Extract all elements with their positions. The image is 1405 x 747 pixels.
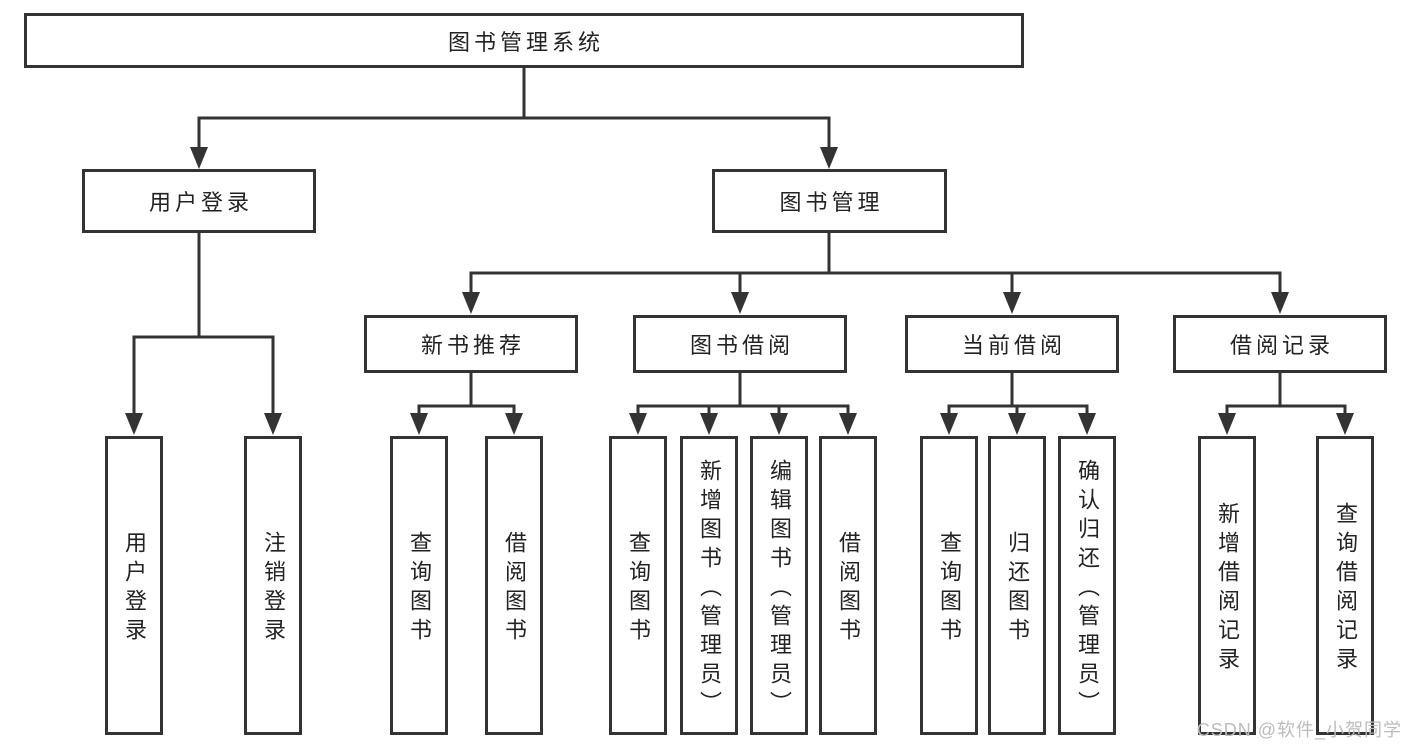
node-label: 查询图书 <box>407 531 432 647</box>
node-label: 确认归还（管理员） <box>1075 458 1100 720</box>
node-label: 借阅图书 <box>502 531 527 647</box>
node-label: 借阅记录 <box>1229 333 1334 358</box>
node-label: 图书管理 <box>779 190 884 215</box>
node-library-management-system: 图书管理系统 <box>24 13 1024 68</box>
leaf-query-books-borrow: 查询图书 <box>609 436 667 735</box>
connector-borrow-to-leaves <box>629 371 857 435</box>
node-label: 图书管理系统 <box>447 29 604 55</box>
leaf-query-books-current: 查询图书 <box>920 436 978 735</box>
node-label: 新增图书（管理员） <box>697 458 722 720</box>
leaf-borrow-books: 借阅图书 <box>819 436 877 735</box>
connector-records-to-leaves <box>1218 371 1354 435</box>
node-new-book-recommend: 新书推荐 <box>364 315 578 373</box>
leaf-query-books-recommend: 查询图书 <box>390 436 448 735</box>
node-current-borrowing: 当前借阅 <box>905 315 1119 373</box>
node-user-login: 用户登录 <box>82 169 316 233</box>
node-label: 注销登录 <box>261 531 286 647</box>
leaf-user-login: 用户登录 <box>105 436 163 735</box>
node-label: 查询图书 <box>626 531 651 647</box>
node-label: 图书借阅 <box>689 333 794 358</box>
node-label: 查询图书 <box>937 531 962 647</box>
csdn-watermark: CSDN @软件_小贺同学 <box>1196 720 1402 740</box>
node-label: 当前借阅 <box>961 333 1066 358</box>
leaf-add-books-admin: 新增图书（管理员） <box>680 436 738 735</box>
leaf-borrow-books-recommend: 借阅图书 <box>485 436 543 735</box>
node-label: 新增借阅记录 <box>1215 502 1240 676</box>
connector-book-mgmt-to-level3 <box>462 231 1289 314</box>
leaf-logout: 注销登录 <box>244 436 302 735</box>
node-book-management: 图书管理 <box>712 169 947 233</box>
leaf-edit-books-admin: 编辑图书（管理员） <box>750 436 808 735</box>
node-label: 用户登录 <box>122 531 147 647</box>
node-label: 查询借阅记录 <box>1333 502 1358 676</box>
connector-recommend-to-leaves <box>410 371 523 435</box>
node-label: 借阅图书 <box>836 531 861 647</box>
node-label: 归还图书 <box>1005 531 1030 647</box>
leaf-confirm-return-admin: 确认归还（管理员） <box>1058 436 1116 735</box>
node-borrowing-records: 借阅记录 <box>1173 315 1387 373</box>
node-label: 编辑图书（管理员） <box>767 458 792 720</box>
connector-current-to-leaves <box>940 371 1096 435</box>
node-book-borrowing: 图书借阅 <box>633 315 847 373</box>
node-label: 用户登录 <box>148 190 253 215</box>
node-label: 新书推荐 <box>420 333 525 358</box>
connector-root-to-level2 <box>190 66 838 169</box>
leaf-add-borrow-record: 新增借阅记录 <box>1198 436 1256 735</box>
connector-user-login-to-leaves <box>125 231 282 435</box>
leaf-return-books: 归还图书 <box>988 436 1046 735</box>
leaf-query-borrow-record: 查询借阅记录 <box>1316 436 1374 735</box>
